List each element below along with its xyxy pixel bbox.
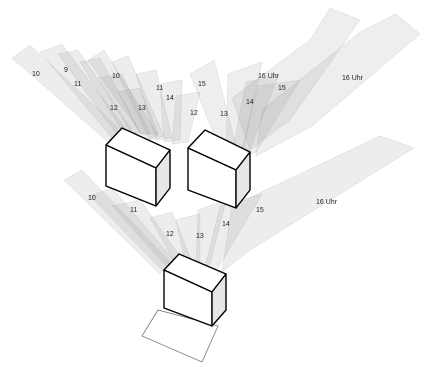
hour-label: 10 xyxy=(112,73,120,80)
hour-label: 11 xyxy=(156,85,163,92)
hour-label: 12 xyxy=(190,110,198,117)
building-block-right xyxy=(187,129,251,209)
hour-label: 10 xyxy=(88,195,96,202)
hour-labels-top-middle: 10 11 14 12 xyxy=(112,73,198,117)
hour-label: 15 xyxy=(278,85,286,92)
building-block-left xyxy=(105,127,171,207)
hour-label: 13 xyxy=(220,111,228,118)
hour-label: 11 xyxy=(74,81,81,88)
hour-label: 14 xyxy=(166,95,174,102)
building-block-bottom xyxy=(163,253,227,327)
shadow-fan-top-middle xyxy=(87,49,201,145)
hour-label: 15 xyxy=(256,207,264,214)
hour-label: 14 xyxy=(246,99,254,106)
hour-label: 13 xyxy=(196,233,204,240)
hour-label: 12 xyxy=(110,105,118,112)
shadow-fan-top-right xyxy=(189,7,421,157)
hour-labels-top-left: 10 9 11 12 13 xyxy=(32,67,146,112)
shadow-fan-bottom xyxy=(63,135,415,275)
shadow-fan-top-left xyxy=(11,43,159,143)
hour-labels-top-right: 15 16 Uhr 15 14 13 16 Uhr xyxy=(198,73,364,118)
hour-label: 16 Uhr xyxy=(342,75,364,82)
hour-label: 14 xyxy=(222,221,230,228)
hour-label: 10 xyxy=(32,71,40,78)
hour-label: 15 xyxy=(198,81,206,88)
hour-label: 13 xyxy=(138,105,146,112)
hour-label: 16 Uhr xyxy=(258,73,280,80)
hour-labels-bottom: 10 11 12 13 14 15 16 Uhr xyxy=(88,195,338,240)
hour-label: 9 xyxy=(64,67,68,74)
hour-label: 11 xyxy=(130,207,137,214)
hour-label: 12 xyxy=(166,231,174,238)
hour-label: 16 Uhr xyxy=(316,199,338,206)
ground-footprint xyxy=(141,309,219,363)
